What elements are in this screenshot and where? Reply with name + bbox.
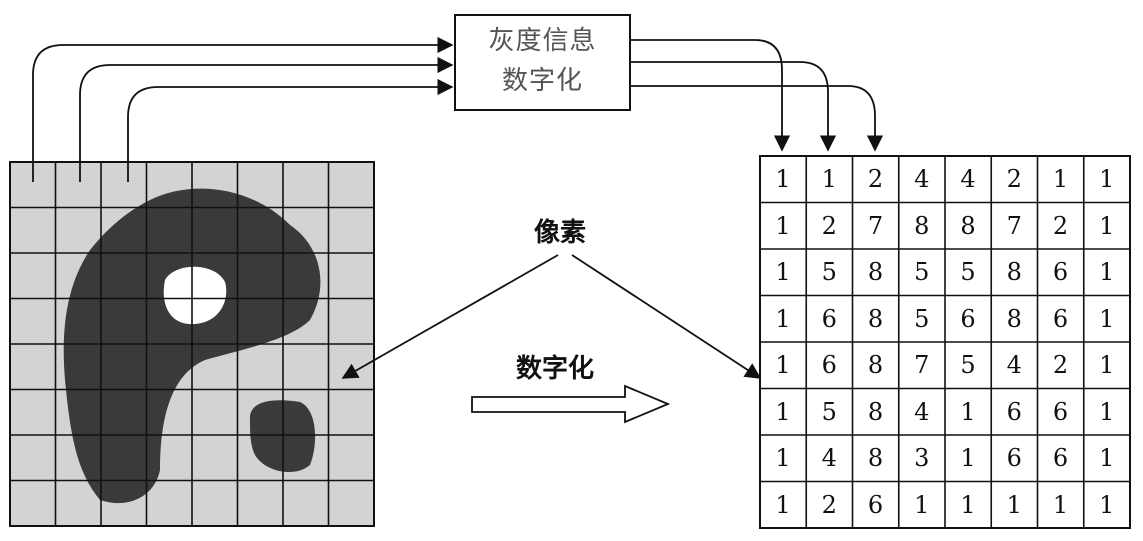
matrix-cell: 8 (867, 304, 884, 333)
matrix-cell: 6 (1052, 258, 1069, 286)
matrix-cell: 1 (775, 304, 791, 333)
matrix-cell: 6 (1052, 304, 1069, 333)
matrix-cell: 1 (960, 444, 976, 472)
matrix-cell: 1 (1006, 490, 1022, 519)
matrix-cell: 8 (867, 397, 884, 426)
output-arrow-2 (630, 61, 837, 152)
digitize-hollow-arrow (471, 384, 671, 424)
matrix-cell: 1 (775, 211, 791, 240)
matrix-cell: 1 (821, 165, 837, 193)
hole-region (163, 266, 227, 325)
matrix-cell: 7 (867, 211, 884, 240)
matrix-cell: 1 (914, 490, 930, 519)
matrix-cell: 8 (1006, 304, 1022, 333)
matrix-cell: 4 (821, 444, 837, 472)
process-box-line1: 灰度信息 (488, 26, 597, 56)
input-arrow-1 (32, 36, 454, 182)
matrix-cell: 1 (775, 444, 791, 472)
matrix-cell: 6 (1006, 444, 1022, 472)
pixel-label: 像素 (534, 218, 587, 248)
matrix-cell: 1 (775, 351, 791, 379)
matrix-cell: 8 (867, 444, 884, 472)
matrix-grid-lines (760, 156, 1130, 528)
matrix-cell: 3 (914, 444, 930, 472)
matrix-cell: 4 (914, 165, 930, 193)
matrix-cell: 6 (1052, 397, 1069, 426)
matrix-cell: 1 (1099, 304, 1115, 333)
matrix-cell: 2 (821, 490, 837, 519)
matrix-cell: 5 (914, 304, 930, 333)
matrix-cell: 1 (775, 490, 791, 519)
matrix-cell: 1 (1099, 397, 1115, 426)
matrix-cell: 8 (914, 211, 930, 240)
output-arrow-3 (630, 85, 884, 152)
matrix-cell: 2 (1052, 211, 1069, 240)
matrix-cell: 6 (821, 351, 837, 379)
matrix-cell: 1 (960, 397, 976, 426)
output-arrow-1 (630, 39, 791, 152)
input-arrow-2 (79, 56, 454, 182)
matrix-cell: 7 (914, 351, 930, 379)
matrix-cell: 2 (821, 211, 837, 240)
matrix-cell: 6 (1052, 444, 1069, 472)
matrix-cell: 5 (914, 258, 930, 286)
matrix-cell: 8 (960, 211, 976, 240)
pixel-pointer-right (571, 254, 762, 379)
matrix-cell: 6 (960, 304, 976, 333)
matrix-cell: 8 (1006, 258, 1022, 286)
matrix-cell: 1 (960, 490, 976, 519)
matrix-cell: 1 (775, 397, 791, 426)
digitize-label: 数字化 (516, 354, 595, 384)
matrix-cell: 1 (775, 165, 791, 193)
matrix-cell: 4 (1006, 351, 1022, 379)
image-grid-lines (10, 162, 374, 526)
matrix-cell: 4 (914, 397, 930, 426)
matrix-cell: 5 (821, 258, 837, 286)
matrix-cell: 6 (1006, 397, 1022, 426)
matrix-cell: 2 (1052, 351, 1069, 379)
matrix-cell: 1 (1099, 211, 1115, 240)
matrix-cell: 2 (1006, 165, 1022, 193)
matrix-cell: 2 (867, 165, 884, 193)
matrix-cell: 1 (1099, 351, 1115, 379)
matrix-cell: 1 (1099, 258, 1115, 286)
matrix-cell: 1 (1099, 444, 1115, 472)
matrix-cell: 7 (1006, 211, 1022, 240)
matrix-cell: 5 (960, 258, 976, 286)
input-arrow-3 (127, 78, 454, 182)
matrix-cell: 6 (867, 490, 884, 519)
matrix-cell: 8 (867, 258, 884, 286)
process-box-line2: 数字化 (501, 66, 583, 96)
matrix-cell: 5 (960, 351, 976, 379)
matrix-cell: 1 (1052, 165, 1069, 193)
matrix-cell: 8 (867, 351, 884, 379)
matrix-cell: 1 (1099, 165, 1115, 193)
matrix-cell: 1 (775, 258, 791, 286)
matrix-cell: 5 (821, 397, 837, 426)
matrix-cell: 6 (821, 304, 837, 333)
matrix-cell: 1 (1099, 490, 1115, 519)
matrix-cell: 1 (1052, 490, 1069, 519)
process-box (454, 14, 631, 111)
matrix-cell: 4 (960, 165, 976, 193)
pixel-pointer-left (341, 254, 559, 379)
